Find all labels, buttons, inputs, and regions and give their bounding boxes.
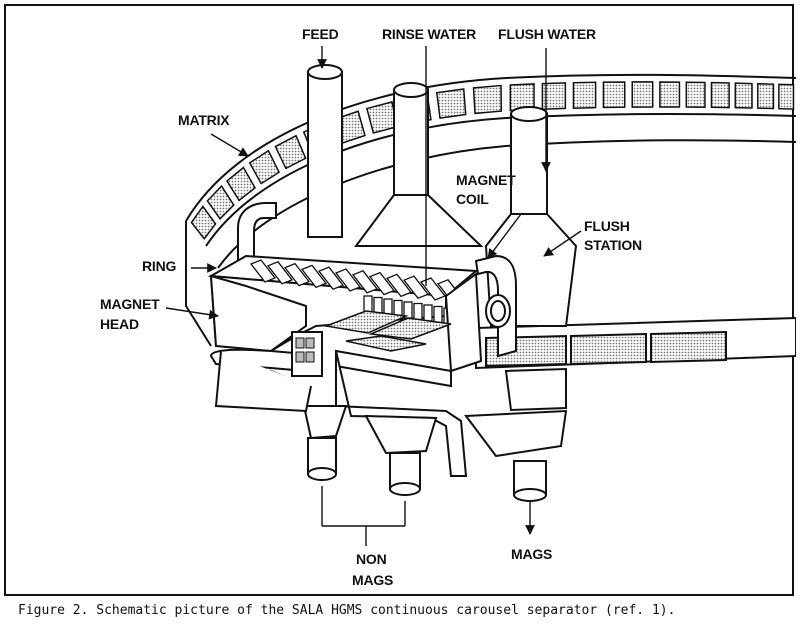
carousel-ring bbox=[185, 73, 796, 347]
label-magnet-coil-line2: COIL bbox=[456, 191, 489, 207]
matrix-cell bbox=[190, 205, 217, 240]
matrix-cell bbox=[206, 184, 235, 220]
label-feed: FEED bbox=[302, 26, 339, 42]
label-flush-station-line1: FLUSH bbox=[584, 218, 630, 234]
matrix-cell bbox=[248, 149, 281, 185]
coil-block bbox=[383, 298, 393, 316]
carousel-separator-diagram bbox=[165, 46, 796, 546]
label-ring: RING bbox=[142, 258, 177, 274]
matrix-cell bbox=[274, 134, 307, 170]
head-fin bbox=[368, 271, 396, 296]
matrix-cell bbox=[472, 84, 503, 115]
matrix-cell bbox=[778, 83, 795, 110]
figure-caption: Figure 2. Schematic picture of the SALA … bbox=[18, 603, 676, 618]
label-mags: MAGS bbox=[511, 546, 553, 562]
matrix-cell bbox=[659, 81, 681, 108]
feed-pipe bbox=[307, 64, 343, 238]
matrix-cell bbox=[685, 81, 706, 108]
matrix-cells bbox=[190, 81, 795, 240]
matrix-cell bbox=[226, 166, 257, 202]
head-fin bbox=[334, 268, 362, 292]
coil-block bbox=[413, 302, 423, 321]
label-non-mags-line1: NON bbox=[356, 551, 387, 567]
coil-back bbox=[237, 202, 517, 358]
front-matrix bbox=[323, 310, 452, 352]
head-fin bbox=[351, 270, 379, 294]
head-fin bbox=[249, 259, 277, 283]
collection-cones bbox=[214, 350, 568, 502]
label-flush-water: FLUSH WATER bbox=[498, 26, 596, 42]
matrix-cell bbox=[435, 88, 467, 119]
matrix-cell bbox=[710, 81, 730, 109]
label-magnet-head-line2: HEAD bbox=[100, 316, 139, 332]
matrix-cell bbox=[541, 82, 567, 110]
rinse-pipe bbox=[354, 82, 484, 247]
label-magnet-coil-line1: MAGNET bbox=[456, 172, 516, 188]
ring-front-band bbox=[475, 316, 796, 412]
figure-frame: FEED RINSE WATER FLUSH WATER MATRIX MAGN… bbox=[4, 4, 796, 596]
matrix-cell bbox=[757, 82, 775, 110]
matrix-cell bbox=[572, 81, 597, 109]
coil-block bbox=[373, 296, 383, 315]
label-non-mags-line2: MAGS bbox=[352, 572, 394, 588]
matrix-cell bbox=[734, 82, 753, 109]
label-matrix: MATRIX bbox=[178, 112, 230, 128]
label-magnet-head-line1: MAGNET bbox=[100, 296, 160, 312]
head-vents bbox=[295, 337, 315, 363]
head-fin bbox=[283, 262, 311, 287]
head-fin bbox=[317, 266, 345, 290]
coil-block bbox=[363, 295, 373, 313]
matrix-cell bbox=[631, 81, 654, 108]
coil-block bbox=[433, 305, 443, 324]
matrix-cell bbox=[365, 100, 399, 134]
head-fin bbox=[402, 275, 430, 299]
head-fin bbox=[266, 261, 294, 285]
head-fin bbox=[300, 264, 328, 289]
head-fin bbox=[385, 273, 413, 298]
coil-block bbox=[423, 304, 433, 322]
leader-lines bbox=[165, 46, 582, 546]
matrix-cell bbox=[602, 81, 626, 109]
label-flush-station-line2: STATION bbox=[584, 237, 642, 253]
label-rinse-water: RINSE WATER bbox=[382, 26, 476, 42]
